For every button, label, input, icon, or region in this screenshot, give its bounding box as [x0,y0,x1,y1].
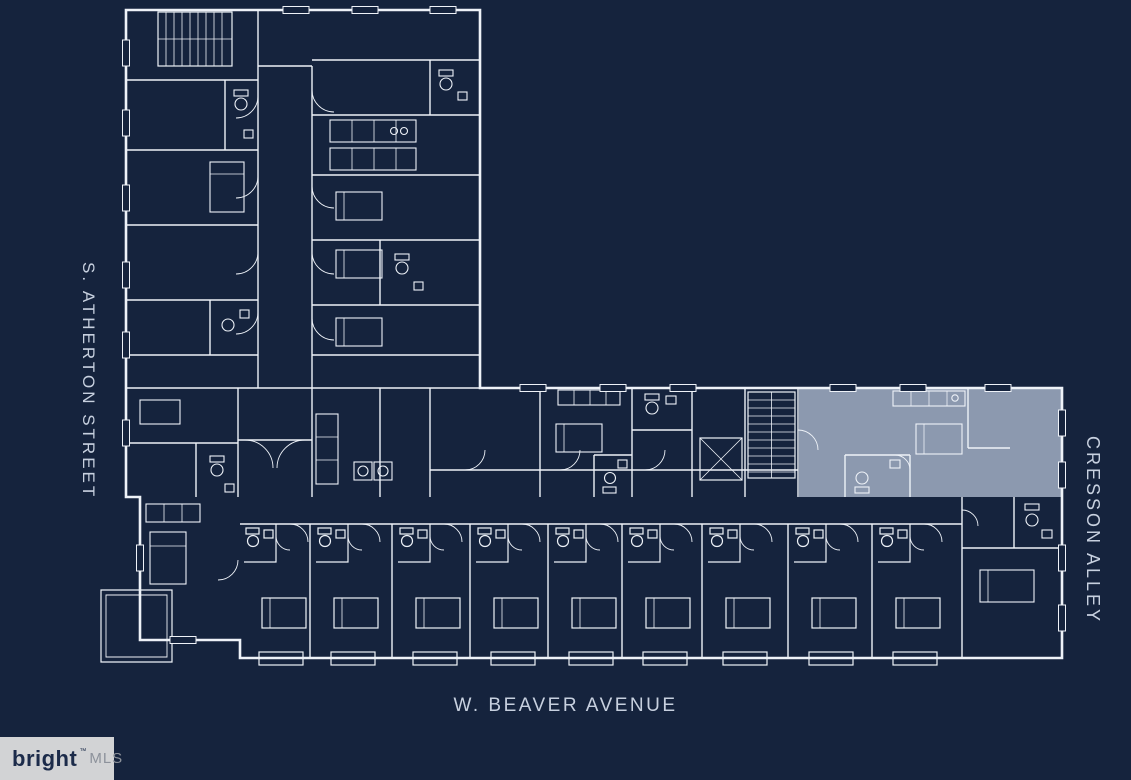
trademark-symbol: ™ [79,748,87,755]
elevator [699,437,743,481]
interior-walls [126,10,1062,658]
windows [122,6,1066,644]
bottom-units [243,523,943,666]
door-swings [217,89,979,581]
stairs [157,11,796,481]
street-label-cresson: CRESSON ALLEY [1083,436,1103,625]
brightmls-logo: bright ™ MLS [0,737,122,780]
brightmls-wordmark: bright [12,745,78,771]
mls-text: MLS [89,750,124,767]
porch [100,589,173,663]
fixtures [139,69,1053,603]
highlighted-unit [799,389,1062,497]
street-label-beaver: W. BEAVER AVENUE [453,695,678,716]
street-label-atherton: S. ATHERTON STREET [79,262,98,500]
floor-plan-linework [100,6,1066,666]
exterior-walls [100,8,1064,663]
